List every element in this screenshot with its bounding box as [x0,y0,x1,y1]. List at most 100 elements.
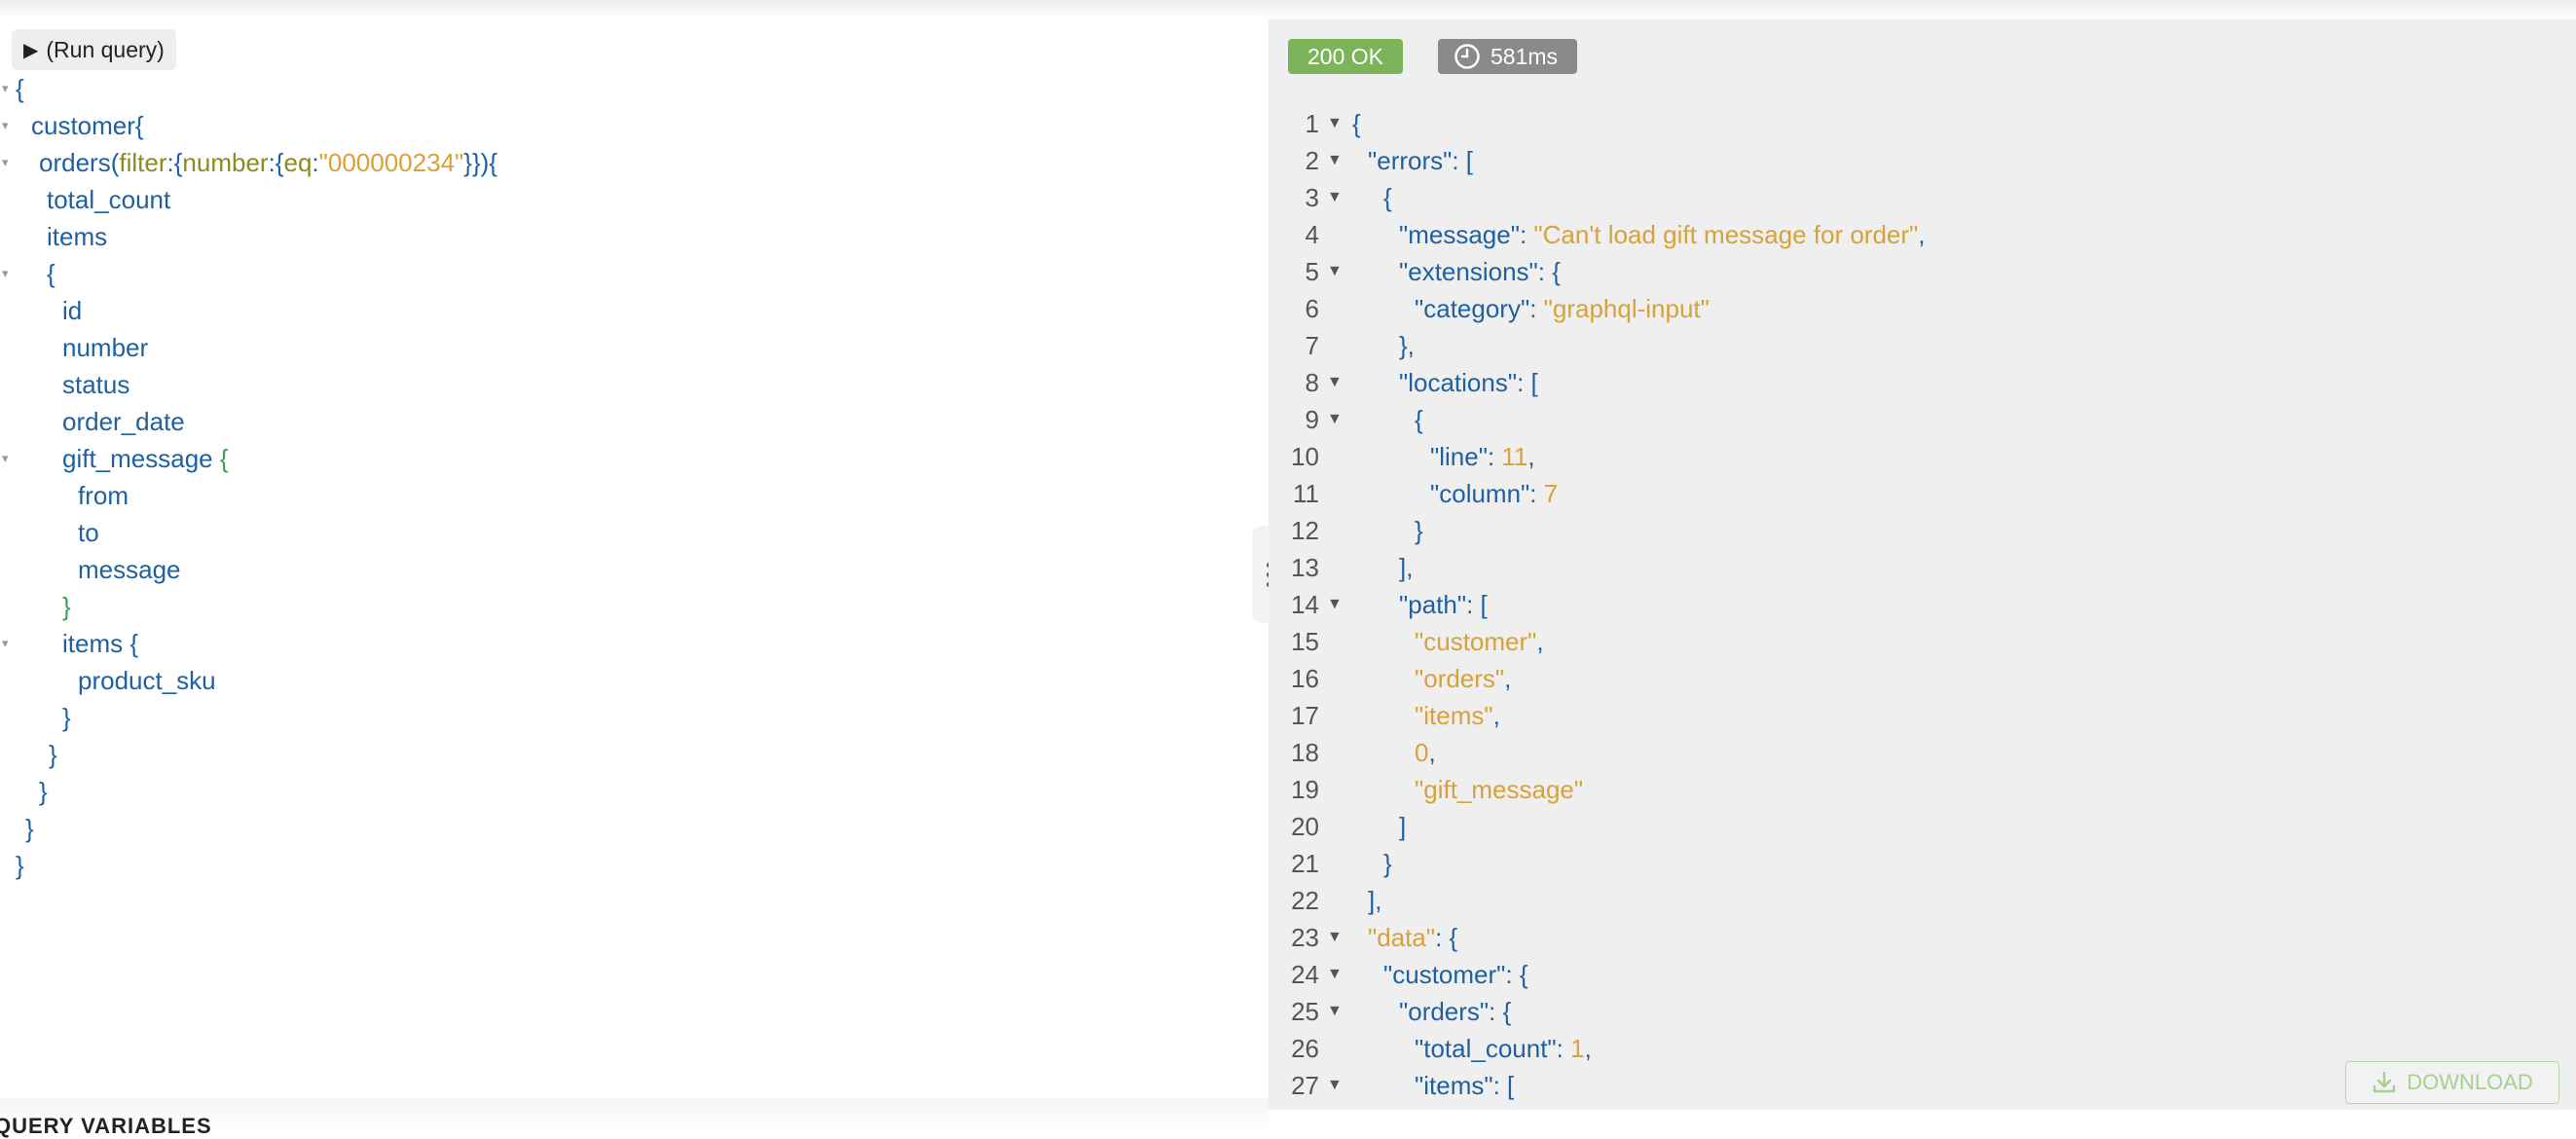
fold-arrow-icon[interactable]: ▼ [1327,189,1343,205]
line-number: 7 [1305,331,1319,360]
line-number: 2 [1305,146,1319,175]
json-token: { [1352,109,1361,138]
fold-arrow-icon[interactable]: ▾ [2,266,9,280]
line-number: 26 [1291,1034,1319,1063]
json-token: } [1415,516,1423,545]
query-editor[interactable]: ▾ { ▾ customer{ ▾ orders(filter:{number:… [0,70,497,884]
query-token: } [62,703,71,732]
json-token: "graphql-input" [1543,294,1710,323]
line-number: 18 [1291,738,1319,767]
line-number: 22 [1291,886,1319,915]
line-number: 27 [1291,1071,1319,1100]
response-code: "orders": { [1399,993,1511,1030]
json-token: ] [1399,812,1407,841]
line-number: 15 [1291,627,1319,656]
response-code: "category": "graphql-input" [1415,290,1710,327]
query-token: total_count [47,185,171,214]
json-token: "data" [1368,923,1436,952]
download-button[interactable]: DOWNLOAD [2345,1061,2559,1104]
fold-arrow-icon[interactable]: ▾ [2,451,9,465]
fold-arrow-icon[interactable]: ▾ [2,81,9,95]
json-token: "column" [1430,479,1530,508]
response-code: { [1415,401,1423,438]
json-token: , [1527,442,1535,471]
query-token: gift_message [62,444,220,473]
json-token: "locations" [1399,368,1518,397]
download-label: DOWNLOAD [2407,1070,2533,1094]
response-code: "items", [1415,697,1500,734]
query-line: } [0,699,71,736]
line-number: 20 [1291,812,1319,841]
line-number: 14 [1291,590,1319,619]
line-number: 17 [1291,701,1319,730]
query-token: customer{ [31,111,144,140]
fold-arrow-icon[interactable]: ▼ [1327,115,1343,131]
response-code: "locations": [ [1399,364,1538,401]
line-number: 10 [1291,442,1319,471]
fold-arrow-icon[interactable]: ▼ [1327,1077,1343,1093]
response-code: "gift_message" [1415,771,1583,808]
json-token: : [1556,1034,1571,1063]
query-token: { [16,74,24,103]
query-token: orders [39,148,111,177]
query-variables-label: QUERY VARIABLES [0,1114,212,1138]
query-line: } [0,588,71,625]
query-token: { [489,148,497,177]
query-token: from [78,481,129,510]
json-token: } [1383,849,1392,878]
download-icon [2374,1071,2396,1093]
query-token: :{ [166,148,183,177]
query-token: } [39,777,48,806]
json-token: : { [1505,960,1528,989]
json-token: "orders" [1415,664,1505,693]
fold-arrow-icon[interactable]: ▼ [1327,966,1343,982]
line-number: 25 [1291,997,1319,1026]
json-token: "path" [1399,590,1467,619]
response-pane[interactable]: 200 OK 581ms 1▼{2▼"errors": [3▼{4"messag… [1269,19,2576,1110]
query-variables-bar[interactable]: QUERY VARIABLES [0,1098,1269,1138]
query-line: message [0,551,181,588]
fold-arrow-icon[interactable]: ▼ [1327,374,1343,390]
clock-icon [1454,44,1480,69]
json-token: 7 [1543,479,1559,508]
json-token: { [1383,183,1392,212]
fold-arrow-icon[interactable]: ▼ [1327,152,1343,168]
query-token: } [25,814,34,843]
query-token: status [62,370,130,399]
query-token: eq [283,148,313,177]
response-code: "line": 11, [1430,438,1535,475]
fold-arrow-icon[interactable]: ▼ [1327,263,1343,279]
response-code: "items": [ [1415,1067,1514,1104]
query-line: items [0,218,107,255]
fold-arrow-icon[interactable]: ▾ [2,118,9,132]
query-token: items [47,222,108,251]
response-code: "data": { [1368,919,1457,956]
json-token: : [1529,479,1544,508]
line-number: 23 [1291,923,1319,952]
fold-arrow-icon[interactable]: ▼ [1327,1003,1343,1019]
line-number: 12 [1291,516,1319,545]
json-token: "items" [1415,701,1493,730]
status-badge: 200 OK [1288,39,1403,74]
fold-arrow-icon[interactable]: ▾ [2,636,9,650]
line-number: 16 [1291,664,1319,693]
query-line: ▾ gift_message { [0,440,229,477]
fold-arrow-icon[interactable]: ▼ [1327,596,1343,612]
response-code: "path": [ [1399,586,1488,623]
json-token: , [1918,220,1926,249]
line-number: 13 [1291,553,1319,582]
run-query-button[interactable]: ▶ (Run query) [12,29,176,70]
query-token-group: orders(filter:{number:{eq:"000000234"}})… [39,144,497,181]
fold-arrow-icon[interactable]: ▼ [1327,929,1343,945]
fold-arrow-icon[interactable]: ▾ [2,155,9,169]
fold-arrow-icon[interactable]: ▼ [1327,411,1343,427]
response-code: "errors": [ [1368,142,1473,179]
query-pane[interactable]: ▶ (Run query) ▾ { ▾ customer{ ▾ orders(f… [0,19,1269,1138]
json-token: ], [1368,886,1382,915]
query-token: :{ [268,148,284,177]
json-token: , [1492,701,1500,730]
query-token: "000000234" [318,148,464,177]
query-token: items { [62,629,139,658]
line-number: 8 [1305,368,1319,397]
json-token: : [1519,220,1534,249]
